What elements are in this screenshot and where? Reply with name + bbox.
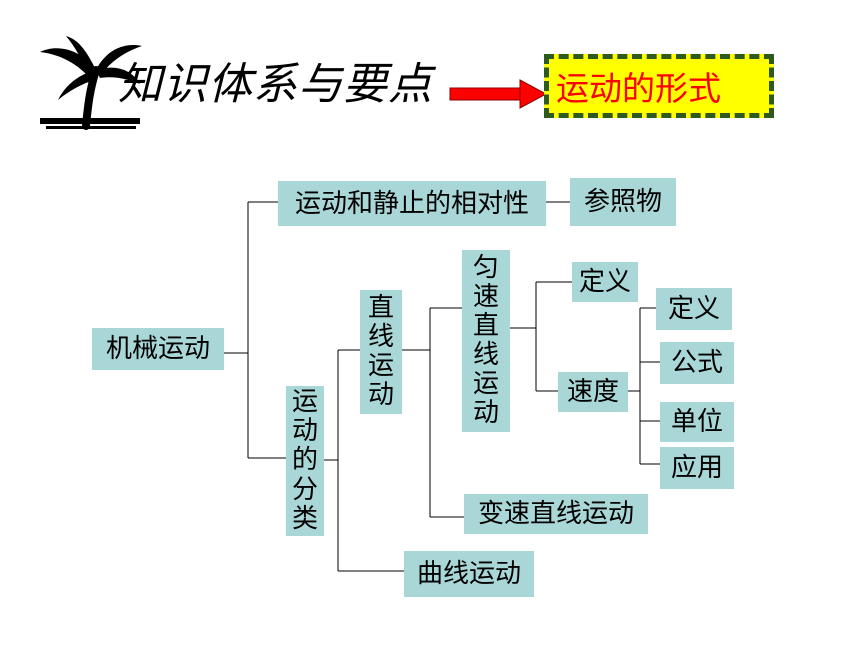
node-linear: 直线运动 <box>360 290 402 414</box>
node-definition: 定义 <box>572 262 638 302</box>
node-variable: 变速直线运动 <box>464 494 648 534</box>
node-root: 机械运动 <box>92 328 224 370</box>
page-title: 知识体系与要点 <box>118 59 433 110</box>
node-speed-definition: 定义 <box>656 288 732 330</box>
node-application: 应用 <box>660 447 734 489</box>
node-classification: 运动的分类 <box>286 386 324 536</box>
node-relative: 运动和静止的相对性 <box>278 181 546 226</box>
node-speed: 速度 <box>558 372 628 412</box>
node-unit: 单位 <box>660 402 734 442</box>
node-formula: 公式 <box>660 342 734 384</box>
topic-box <box>544 54 774 118</box>
node-curve: 曲线运动 <box>404 551 534 597</box>
topic-label: 运动的形式 <box>556 69 721 108</box>
node-reference: 参照物 <box>570 178 676 226</box>
arrow-right-icon <box>449 79 548 109</box>
node-uniform: 匀速直线运动 <box>462 250 510 432</box>
palm-tree-icon <box>40 36 142 130</box>
